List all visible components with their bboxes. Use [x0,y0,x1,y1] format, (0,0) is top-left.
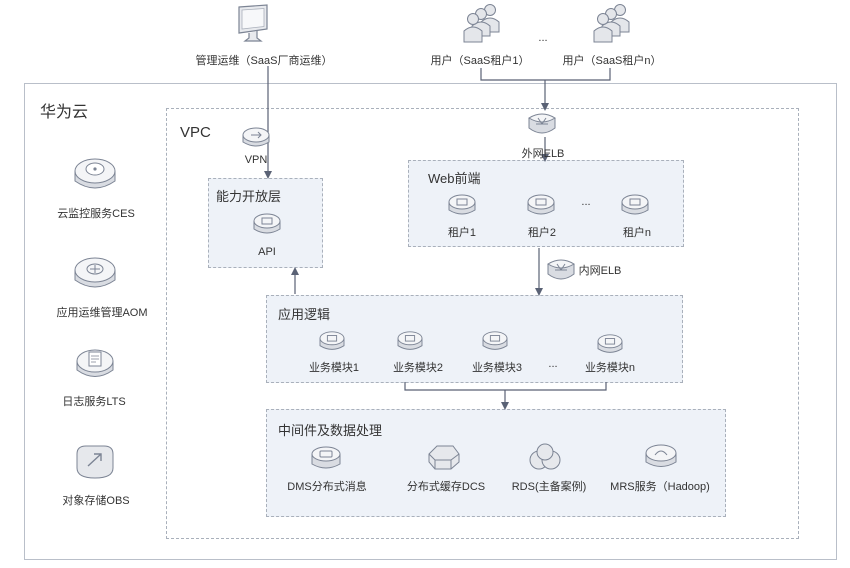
module-server-icon [319,331,345,350]
middleware-label: 分布式缓存DCS [406,481,486,493]
module-server-icon [597,334,623,353]
tenant-server-icon [527,194,555,215]
huawei-cloud-title: 华为云 [40,104,89,121]
users-ellipsis: ... [538,32,548,44]
internal-elb-label: 内网ELB [578,265,622,277]
middleware-label: DMS分布式消息 [287,481,367,493]
monitor-icon [238,4,268,42]
aom-icon [74,257,116,288]
module-label: 业务模块2 [392,362,444,374]
tenant-label: 租户1 [447,227,477,239]
tenant-label: 租户n [622,227,652,239]
web-frontend-title: Web前端 [428,171,481,186]
admin-label: 管理运维（SaaS厂商运维） [195,55,333,67]
module-server-icon [482,331,508,350]
api-label: API [258,246,276,258]
service-label: 云监控服务CES [57,208,135,220]
object-storage-icon [76,445,114,479]
logic-modules-bracket-line [404,382,607,391]
vpn-label: VPN [244,154,268,166]
module-label: 业务模块1 [308,362,360,374]
middleware-label: RDS(主备案例) [511,481,587,493]
tenant-server-icon [448,194,476,215]
log-service-icon [76,349,114,377]
external-elb-label: 外网ELB [521,148,565,160]
module-label: 业务模块3 [471,362,523,374]
tenant-server-icon [621,194,649,215]
mapreduce-icon [645,444,677,467]
service-label: 对象存储OBS [62,495,130,507]
load-balancer-icon [528,113,556,134]
tenant-label: 租户2 [527,227,557,239]
user-group-icon [593,4,630,43]
users-bracket-line [480,68,611,81]
message-queue-icon [311,446,341,469]
user-group-icon [463,4,500,43]
monitor-gauge-icon [74,158,116,189]
vpn-icon [242,127,270,147]
huawei-cloud-boundary [24,83,837,560]
middleware-title: 中间件及数据处理 [278,423,383,438]
vpc-title: VPC [180,124,211,141]
tenant-ellipsis: ... [581,196,591,208]
cache-icon [428,445,460,470]
capability-title: 能力开放层 [216,189,282,204]
module-ellipsis: ... [548,358,558,370]
module-label: 业务模块n [584,362,636,374]
app-logic-title: 应用逻辑 [278,307,331,322]
service-label: 应用运维管理AOM [56,307,148,319]
load-balancer-icon [547,259,575,280]
vpc-boundary [166,108,799,539]
database-icon [529,443,561,470]
middleware-label: MRS服务（Hadoop) [610,481,710,493]
capability-layer [208,178,323,268]
api-icon [253,213,281,234]
service-label: 日志服务LTS [62,396,126,408]
user1-label: 用户（SaaS租户1） [430,55,530,67]
usern-label: 用户（SaaS租户n） [562,55,662,67]
module-server-icon [397,331,423,350]
